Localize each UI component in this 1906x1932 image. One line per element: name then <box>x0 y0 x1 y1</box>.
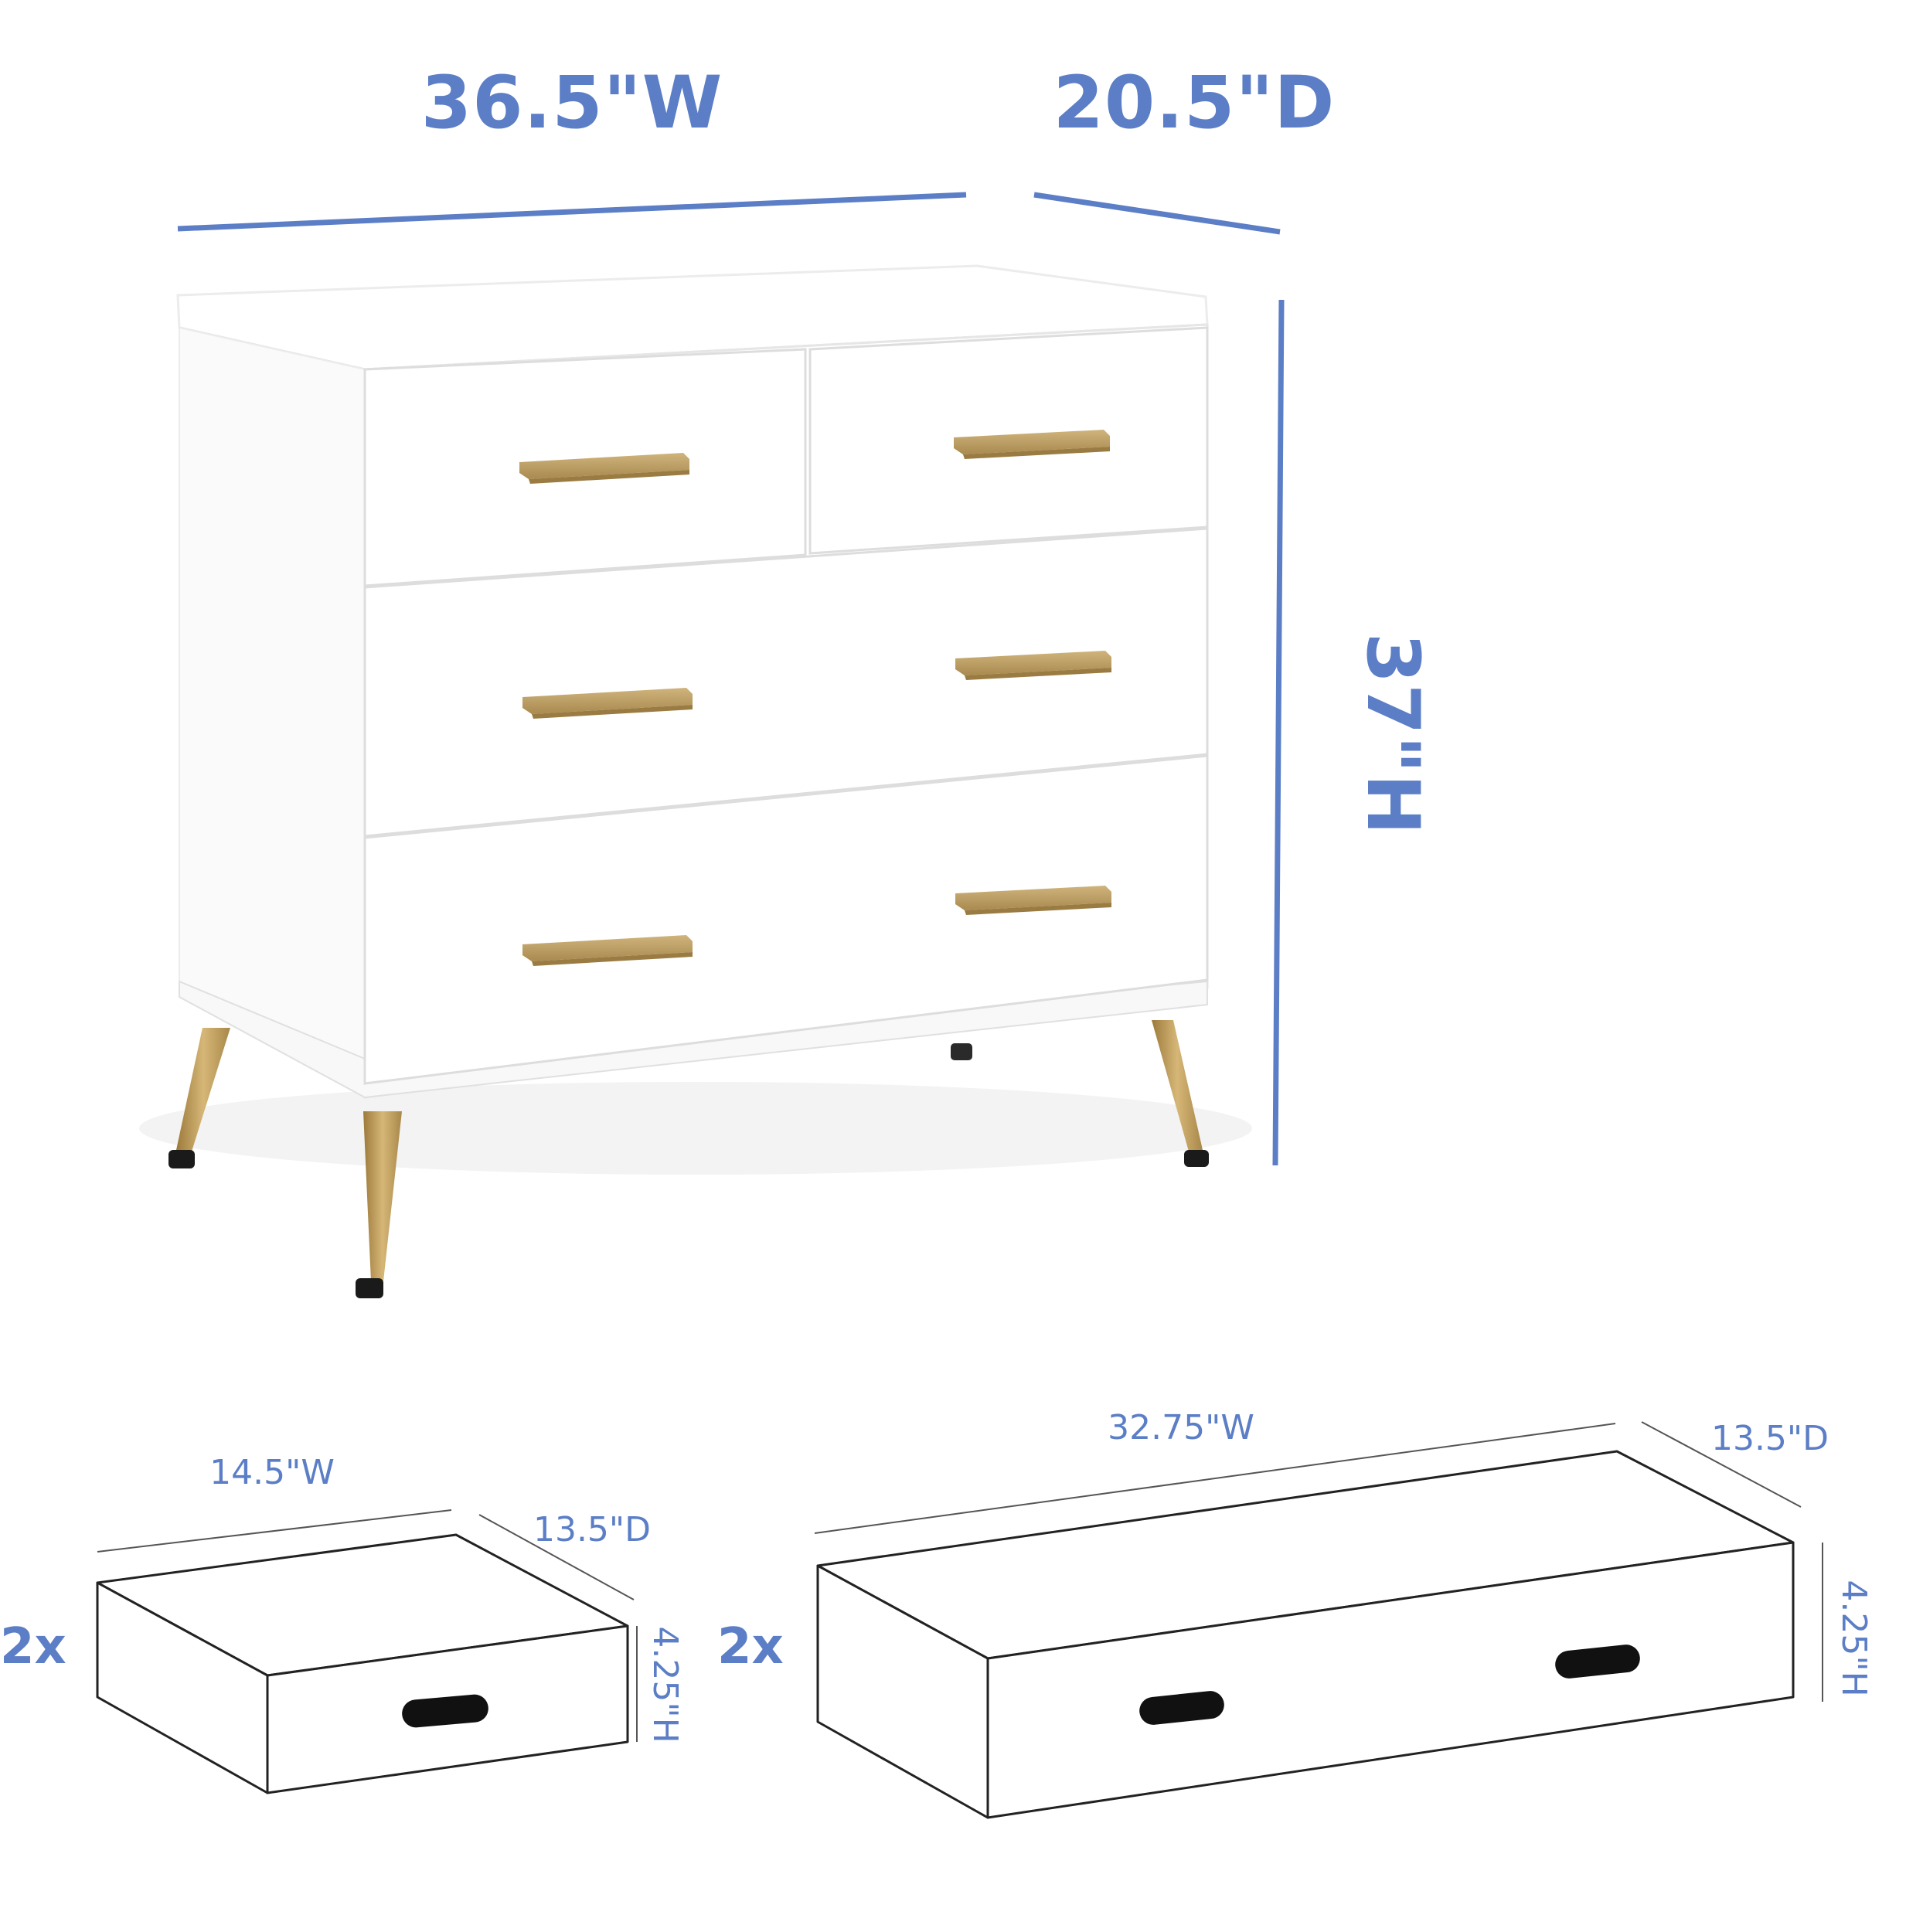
height-dimension-line <box>1272 299 1285 1166</box>
small-drawer-height-label: 4.25"H <box>645 1626 685 1743</box>
floor-shadow <box>139 1082 1252 1175</box>
bottom-drawer <box>363 754 1209 1085</box>
drawer-handle <box>522 651 1111 719</box>
large-drawer-height-label: 4.25"H <box>1834 1580 1874 1696</box>
drawer-handle <box>954 430 1110 459</box>
slot-handle-icon <box>1555 1645 1640 1679</box>
large-drawer-quantity: 2x <box>717 1618 784 1675</box>
slot-handle-icon <box>402 1694 488 1728</box>
middle-drawer <box>363 527 1209 838</box>
dresser-depth-label: 20.5"D <box>1053 61 1336 145</box>
large-drawer-width-label: 32.75"W <box>1108 1408 1254 1447</box>
drawer-handle <box>522 886 1111 966</box>
depth-dimension-line <box>1033 192 1281 235</box>
large-drawer-front <box>986 1541 1795 1819</box>
small-drawer-dimension-lines <box>97 1509 638 1742</box>
dresser-height-label: 37"H <box>1350 633 1435 835</box>
middle-foot <box>951 1043 972 1060</box>
small-drawer-box <box>96 1533 629 1794</box>
small-drawer-width-label: 14.5"W <box>209 1453 335 1492</box>
front-left-leg <box>356 1111 402 1298</box>
large-drawer-dimension-lines <box>814 1421 1823 1702</box>
top-right-drawer <box>808 326 1209 555</box>
small-drawer-quantity: 2x <box>0 1618 66 1675</box>
large-drawer-depth-label: 13.5"D <box>1711 1419 1829 1458</box>
back-right-leg <box>1152 1020 1209 1167</box>
dresser-left-panel <box>179 326 366 1099</box>
dresser-illustration <box>139 264 1252 1298</box>
top-left-drawer <box>363 348 807 587</box>
large-drawer-box <box>816 1450 1795 1819</box>
width-dimension-line <box>177 192 967 232</box>
dresser-width-label: 36.5"W <box>421 61 723 145</box>
small-drawer-depth-label: 13.5"D <box>533 1510 651 1549</box>
back-left-leg <box>168 1028 230 1168</box>
dresser-dimension-lines <box>177 192 1285 1166</box>
slot-handle-icon <box>1139 1691 1224 1725</box>
drawer-handle <box>519 453 689 484</box>
